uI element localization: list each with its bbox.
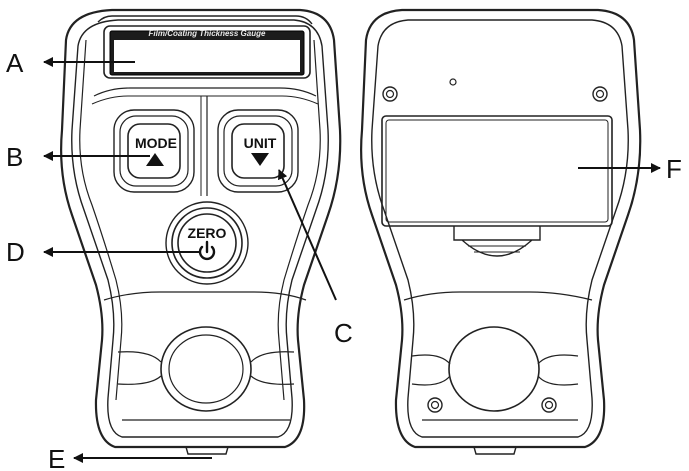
arrow-c <box>278 169 337 301</box>
sensor-hole <box>449 78 457 86</box>
callout-a: A <box>6 48 24 78</box>
screen-bezel <box>103 25 311 79</box>
probe-left-tab <box>117 351 162 385</box>
screw-top-left-inner <box>385 89 395 99</box>
back-probe-right-tab <box>537 354 579 386</box>
mode-button-mid <box>119 115 189 187</box>
zero-button-outer <box>165 201 249 285</box>
lower-panel-line <box>103 291 307 301</box>
mode-button-outer <box>113 109 195 193</box>
callout-e: E <box>48 444 65 471</box>
callout-f: F <box>666 154 682 184</box>
mode-up-triangle-icon <box>146 153 164 166</box>
power-icon <box>198 240 216 261</box>
left-grip-line <box>79 39 123 401</box>
back-probe-window <box>448 326 540 412</box>
screw-top-right <box>592 86 608 102</box>
front-body-outline <box>60 8 342 449</box>
back-lower-panel <box>403 291 593 301</box>
probe-right-tab <box>250 351 295 385</box>
screw-bottom-right-inner <box>544 400 554 410</box>
probe-window <box>160 326 252 412</box>
battery-cover-inner <box>385 119 609 223</box>
screw-bottom-left-inner <box>430 400 440 410</box>
battery-cover <box>381 115 613 227</box>
callout-b: B <box>6 142 23 172</box>
back-view <box>360 8 642 455</box>
callout-d: D <box>6 237 25 267</box>
unit-label: UNIT <box>244 135 277 151</box>
back-probe-left-tab <box>411 354 451 386</box>
screw-top-left <box>382 86 398 102</box>
screen-title: Film/Coating Thickness Gauge <box>149 29 266 38</box>
unit-button-outer <box>217 109 299 193</box>
screw-bottom-left <box>427 397 443 413</box>
zero-label: ZERO <box>188 225 227 241</box>
back-body-inner <box>371 19 629 438</box>
unit-button[interactable] <box>231 123 285 179</box>
unit-down-triangle-icon <box>251 153 269 166</box>
battery-latch-grip <box>468 245 526 253</box>
top-bezel <box>97 15 313 25</box>
screw-top-right-inner <box>595 89 605 99</box>
callout-c: C <box>334 318 353 348</box>
screw-bottom-right <box>541 397 557 413</box>
bottom-nub <box>185 446 229 455</box>
unit-button-mid <box>223 115 293 187</box>
zero-button-mid <box>171 207 243 279</box>
upper-panel-line <box>93 87 317 97</box>
right-grip-line <box>277 39 321 401</box>
front-body-inner <box>71 19 329 438</box>
mode-label: MODE <box>135 135 177 151</box>
probe-window-inner <box>168 334 244 404</box>
upper-panel-line-2 <box>91 95 319 105</box>
callout-arrows <box>43 57 661 463</box>
lcd-window <box>114 40 300 72</box>
back-bottom-nub <box>473 446 517 455</box>
back-body-outline <box>360 8 642 449</box>
mode-button[interactable] <box>127 123 181 179</box>
